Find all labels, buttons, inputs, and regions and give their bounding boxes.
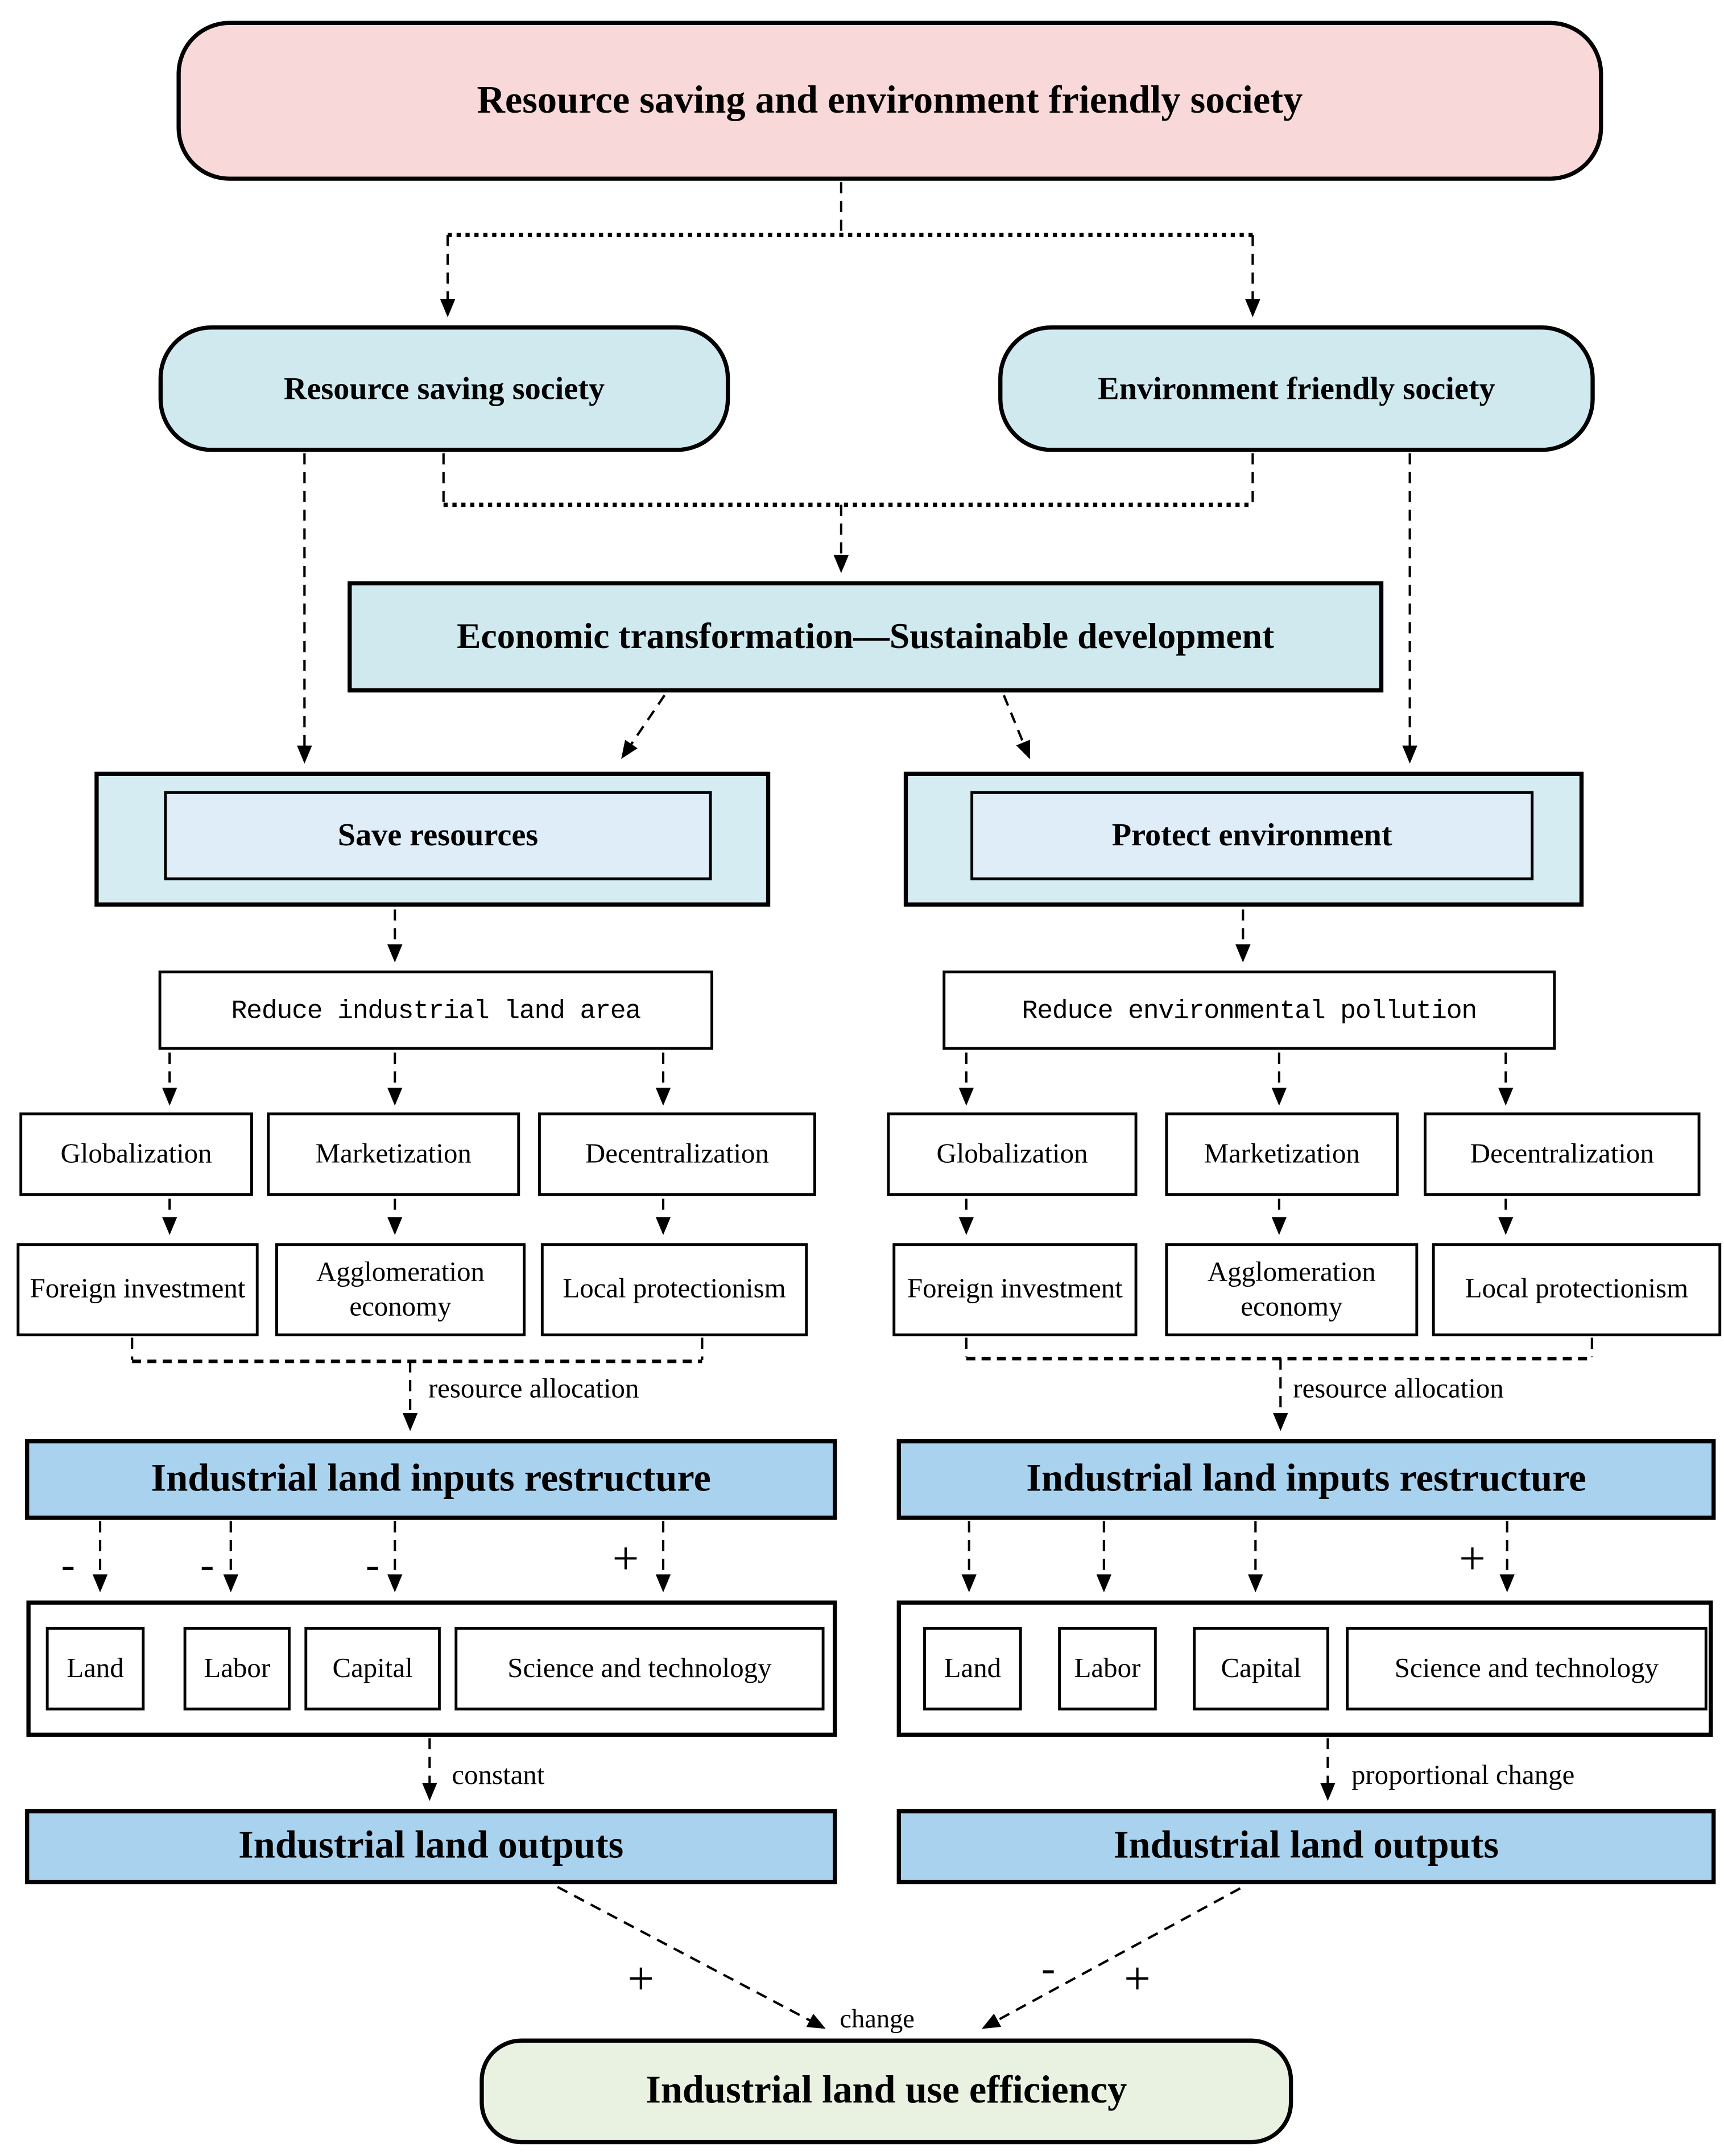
node-marketization-left-label: Marketization bbox=[315, 1138, 472, 1169]
sign-plus-science-left: + bbox=[612, 1534, 639, 1585]
node-local-protectionism-left: Local protectionism bbox=[540, 1243, 808, 1337]
node-inputs-restructure-left-label: Industrial land inputs restructure bbox=[151, 1457, 711, 1501]
node-reduce-environmental-pollution: Reduce environmental pollution bbox=[942, 970, 1556, 1050]
node-foreign-investment-right-label: Foreign investment bbox=[907, 1274, 1123, 1304]
label-proportional-change: proportional change bbox=[1351, 1760, 1575, 1791]
sign-plus-outputs-left: + bbox=[627, 1953, 655, 2005]
node-labor-right: Labor bbox=[1058, 1626, 1157, 1711]
node-decentralization-right-label: Decentralization bbox=[1470, 1138, 1654, 1169]
node-globalization-right: Globalization bbox=[887, 1112, 1138, 1196]
node-science-right-label: Science and technology bbox=[1394, 1653, 1659, 1683]
node-outputs-right: Industrial land outputs bbox=[896, 1809, 1716, 1885]
node-efficiency: Industrial land use efficiency bbox=[479, 2038, 1293, 2145]
node-save-resources-label: Save resources bbox=[337, 817, 539, 853]
node-outputs-left: Industrial land outputs bbox=[24, 1809, 837, 1885]
node-local-protectionism-right-label: Local protectionism bbox=[1465, 1274, 1689, 1304]
node-inputs-restructure-right: Industrial land inputs restructure bbox=[896, 1439, 1716, 1520]
node-reduce-environmental-pollution-label: Reduce environmental pollution bbox=[1022, 994, 1478, 1026]
node-outputs-left-label: Industrial land outputs bbox=[238, 1824, 624, 1868]
node-protect-environment-label: Protect environment bbox=[1111, 817, 1392, 853]
node-local-protectionism-left-label: Local protectionism bbox=[563, 1274, 786, 1304]
node-land-right-label: Land bbox=[944, 1653, 1002, 1683]
node-globalization-right-label: Globalization bbox=[936, 1138, 1088, 1169]
node-capital-right-label: Capital bbox=[1221, 1653, 1301, 1683]
node-land-right: Land bbox=[923, 1626, 1022, 1711]
node-foreign-investment-left: Foreign investment bbox=[16, 1243, 259, 1337]
node-agglomeration-economy-right: Agglomeration economy bbox=[1165, 1243, 1419, 1337]
node-marketization-left: Marketization bbox=[267, 1112, 520, 1196]
node-outputs-right-label: Industrial land outputs bbox=[1113, 1824, 1499, 1868]
node-resource-saving-society-label: Resource saving society bbox=[283, 370, 605, 406]
edge-outputs-efficiency-r bbox=[981, 1887, 1241, 2029]
node-local-protectionism-right: Local protectionism bbox=[1432, 1243, 1722, 1337]
sign-minus-outputs-right: - bbox=[1041, 1945, 1056, 1992]
label-resource-allocation-left: resource allocation bbox=[428, 1374, 639, 1405]
node-science-left: Science and technology bbox=[454, 1626, 825, 1711]
label-change: change bbox=[840, 2005, 915, 2035]
node-capital-right: Capital bbox=[1193, 1626, 1329, 1711]
node-save-resources: Save resources bbox=[164, 791, 712, 881]
node-environment-friendly-society: Environment friendly society bbox=[998, 325, 1595, 452]
node-science-left-label: Science and technology bbox=[507, 1653, 772, 1683]
node-decentralization-right: Decentralization bbox=[1424, 1112, 1701, 1196]
sign-plus-science-right: + bbox=[1459, 1534, 1486, 1585]
label-constant: constant bbox=[452, 1760, 545, 1791]
node-foreign-investment-right: Foreign investment bbox=[892, 1243, 1138, 1337]
node-labor-left: Labor bbox=[183, 1626, 291, 1711]
node-globalization-left: Globalization bbox=[19, 1112, 253, 1196]
node-marketization-right-label: Marketization bbox=[1204, 1138, 1360, 1169]
node-inputs-restructure-right-label: Industrial land inputs restructure bbox=[1026, 1457, 1586, 1501]
node-agglomeration-economy-left-label: Agglomeration economy bbox=[316, 1256, 485, 1322]
node-decentralization-left: Decentralization bbox=[538, 1112, 816, 1196]
node-root-label: Resource saving and environment friendly… bbox=[477, 79, 1303, 122]
node-capital-left-label: Capital bbox=[332, 1653, 413, 1683]
sign-minus-land: - bbox=[61, 1542, 75, 1588]
edge-economic-to-save bbox=[621, 695, 666, 759]
sign-minus-capital: - bbox=[365, 1542, 380, 1588]
node-capital-left: Capital bbox=[304, 1626, 441, 1711]
node-agglomeration-economy-left: Agglomeration economy bbox=[275, 1243, 526, 1337]
node-agglomeration-economy-right-label: Agglomeration economy bbox=[1207, 1256, 1376, 1322]
node-environment-friendly-society-label: Environment friendly society bbox=[1098, 370, 1495, 406]
node-inputs-restructure-left: Industrial land inputs restructure bbox=[24, 1439, 837, 1520]
node-efficiency-label: Industrial land use efficiency bbox=[646, 2069, 1127, 2113]
node-economic-transformation-label: Economic transformation—Sustainable deve… bbox=[457, 616, 1275, 656]
node-land-left-label: Land bbox=[67, 1653, 124, 1683]
edge-outputs-efficiency-l bbox=[557, 1886, 826, 2029]
node-root: Resource saving and environment friendly… bbox=[176, 20, 1603, 181]
label-resource-allocation-right: resource allocation bbox=[1293, 1374, 1504, 1405]
node-economic-transformation: Economic transformation—Sustainable deve… bbox=[348, 581, 1384, 693]
node-land-left: Land bbox=[46, 1626, 145, 1711]
node-decentralization-left-label: Decentralization bbox=[585, 1138, 769, 1169]
node-science-right: Science and technology bbox=[1346, 1626, 1708, 1711]
node-globalization-left-label: Globalization bbox=[60, 1138, 212, 1169]
node-protect-environment: Protect environment bbox=[970, 791, 1534, 881]
edge-economic-to-protect bbox=[1002, 695, 1031, 759]
node-reduce-industrial-land-area: Reduce industrial land area bbox=[158, 970, 713, 1050]
sign-minus-labor: - bbox=[200, 1542, 214, 1588]
node-resource-saving-society: Resource saving society bbox=[158, 325, 730, 452]
node-labor-right-label: Labor bbox=[1074, 1653, 1141, 1683]
node-reduce-industrial-land-area-label: Reduce industrial land area bbox=[231, 994, 642, 1026]
node-foreign-investment-left-label: Foreign investment bbox=[30, 1274, 246, 1304]
node-marketization-right: Marketization bbox=[1165, 1112, 1399, 1196]
node-labor-left-label: Labor bbox=[204, 1653, 271, 1683]
sign-plus-outputs-right: + bbox=[1124, 1953, 1151, 2005]
